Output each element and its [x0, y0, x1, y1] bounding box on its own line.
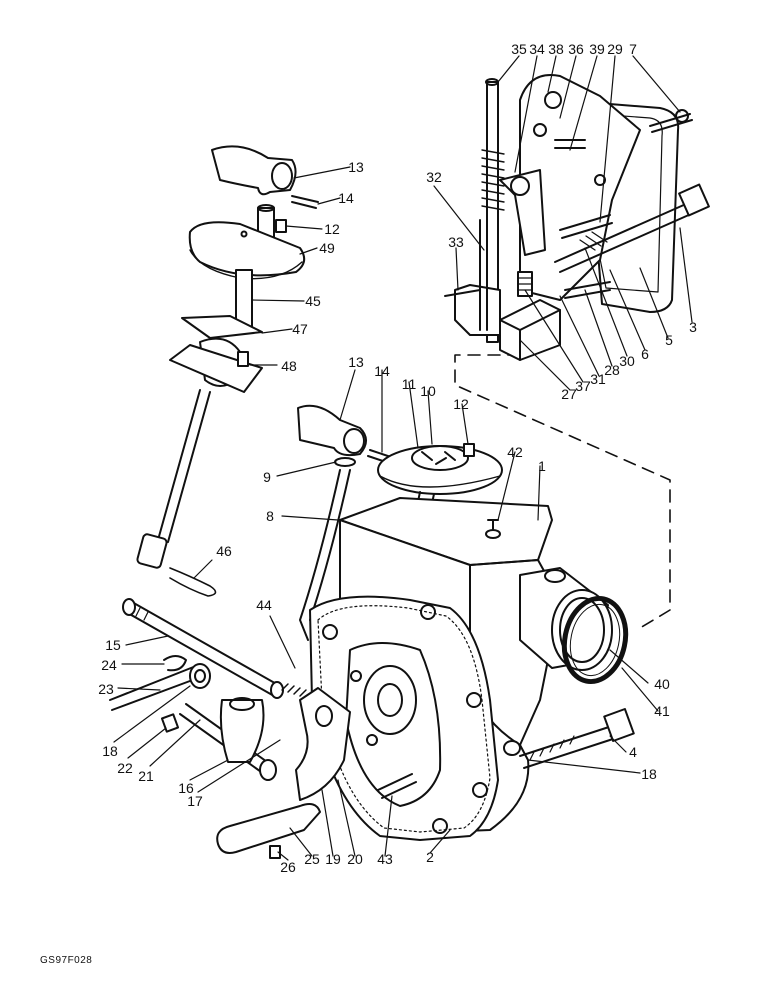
- callout-16: 16: [178, 780, 194, 796]
- washer: [334, 457, 356, 467]
- output-sleeve: [519, 567, 629, 685]
- callout-30: 30: [619, 353, 635, 369]
- callout-11: 11: [401, 376, 417, 392]
- connecting-rod: [157, 389, 211, 543]
- callout-21: 21: [138, 768, 154, 784]
- selector-arm: [219, 699, 265, 763]
- callout-3: 3: [689, 319, 697, 335]
- assembly-dashed-guide: [454, 354, 671, 629]
- callout-23: 23: [98, 681, 114, 697]
- callout-46: 46: [216, 543, 232, 559]
- valve-body-plate: [519, 74, 641, 301]
- rod-spring: [481, 149, 505, 211]
- figure-reference-code: GS97F028: [40, 955, 93, 966]
- housing-bolt: [503, 708, 635, 769]
- callout-12-upper: 12: [324, 221, 340, 237]
- fork-lever: [216, 803, 321, 854]
- main-housing: [309, 497, 561, 841]
- callout-44: 44: [256, 597, 272, 613]
- callout-12-lower: 12: [453, 396, 469, 412]
- mounting-plate: [169, 344, 263, 393]
- callout-19: 19: [325, 851, 341, 867]
- callout-13-upper: 13: [348, 159, 364, 175]
- callout-9: 9: [263, 469, 271, 485]
- callout-29: 29: [607, 41, 623, 57]
- callout-31: 31: [590, 371, 606, 387]
- callout-22: 22: [117, 760, 133, 776]
- callout-42: 42: [507, 444, 523, 460]
- callout-1: 1: [538, 458, 546, 474]
- control-valve-assembly: [444, 74, 710, 361]
- callout-35: 35: [511, 41, 527, 57]
- callout-45: 45: [305, 293, 321, 309]
- callout-37: 37: [575, 378, 591, 394]
- callout-8: 8: [266, 508, 274, 524]
- hand-lever-upper: [211, 145, 297, 196]
- upper-control-parts: [297, 404, 503, 641]
- callout-4: 4: [629, 744, 637, 760]
- callout-32: 32: [426, 169, 442, 185]
- detent-spring: [281, 683, 307, 697]
- callout-20: 20: [347, 851, 363, 867]
- callout-14-lower: 14: [374, 363, 390, 379]
- mounting-flange: [181, 315, 263, 339]
- operating-rod: [486, 81, 499, 343]
- callout-5: 5: [665, 332, 673, 348]
- selector-shaft: [125, 601, 281, 697]
- callout-38: 38: [548, 41, 564, 57]
- callout-24: 24: [101, 657, 117, 673]
- long-bolt: [554, 199, 701, 273]
- o-ring: [561, 595, 629, 685]
- valve-lever: [499, 169, 546, 256]
- callout-39: 39: [589, 41, 605, 57]
- callout-25: 25: [304, 851, 320, 867]
- gasket-plate: [559, 99, 680, 313]
- callout-48: 48: [281, 358, 297, 374]
- callout-36: 36: [568, 41, 584, 57]
- callout-34: 34: [529, 41, 545, 57]
- callout-2: 2: [426, 849, 434, 865]
- sleeve-bore: [551, 589, 613, 671]
- callout-18-right: 18: [641, 766, 657, 782]
- callout-47: 47: [292, 321, 308, 337]
- leader-lines: [113, 55, 693, 861]
- hand-lever-lower: [297, 404, 367, 457]
- callout-49: 49: [319, 240, 335, 256]
- callout-27: 27: [561, 386, 577, 402]
- selector-linkage: [109, 598, 417, 859]
- callout-15: 15: [105, 637, 121, 653]
- callout-6: 6: [641, 346, 649, 362]
- callout-33: 33: [448, 234, 464, 250]
- callout-41: 41: [654, 703, 670, 719]
- control-lever-assembly: [136, 145, 319, 597]
- selector-fork: [295, 687, 351, 801]
- callout-13-lower: 13: [348, 354, 364, 370]
- callout-18-left: 18: [102, 743, 118, 759]
- slide-block: [499, 299, 561, 361]
- callout-43: 43: [377, 851, 393, 867]
- callout-10: 10: [420, 383, 436, 399]
- spring-clip: [169, 567, 217, 597]
- callout-26: 26: [280, 859, 296, 875]
- callout-40: 40: [654, 676, 670, 692]
- callout-14-upper: 14: [338, 190, 354, 206]
- callout-28: 28: [604, 362, 620, 378]
- callout-17: 17: [187, 793, 203, 809]
- callout-7: 7: [629, 41, 637, 57]
